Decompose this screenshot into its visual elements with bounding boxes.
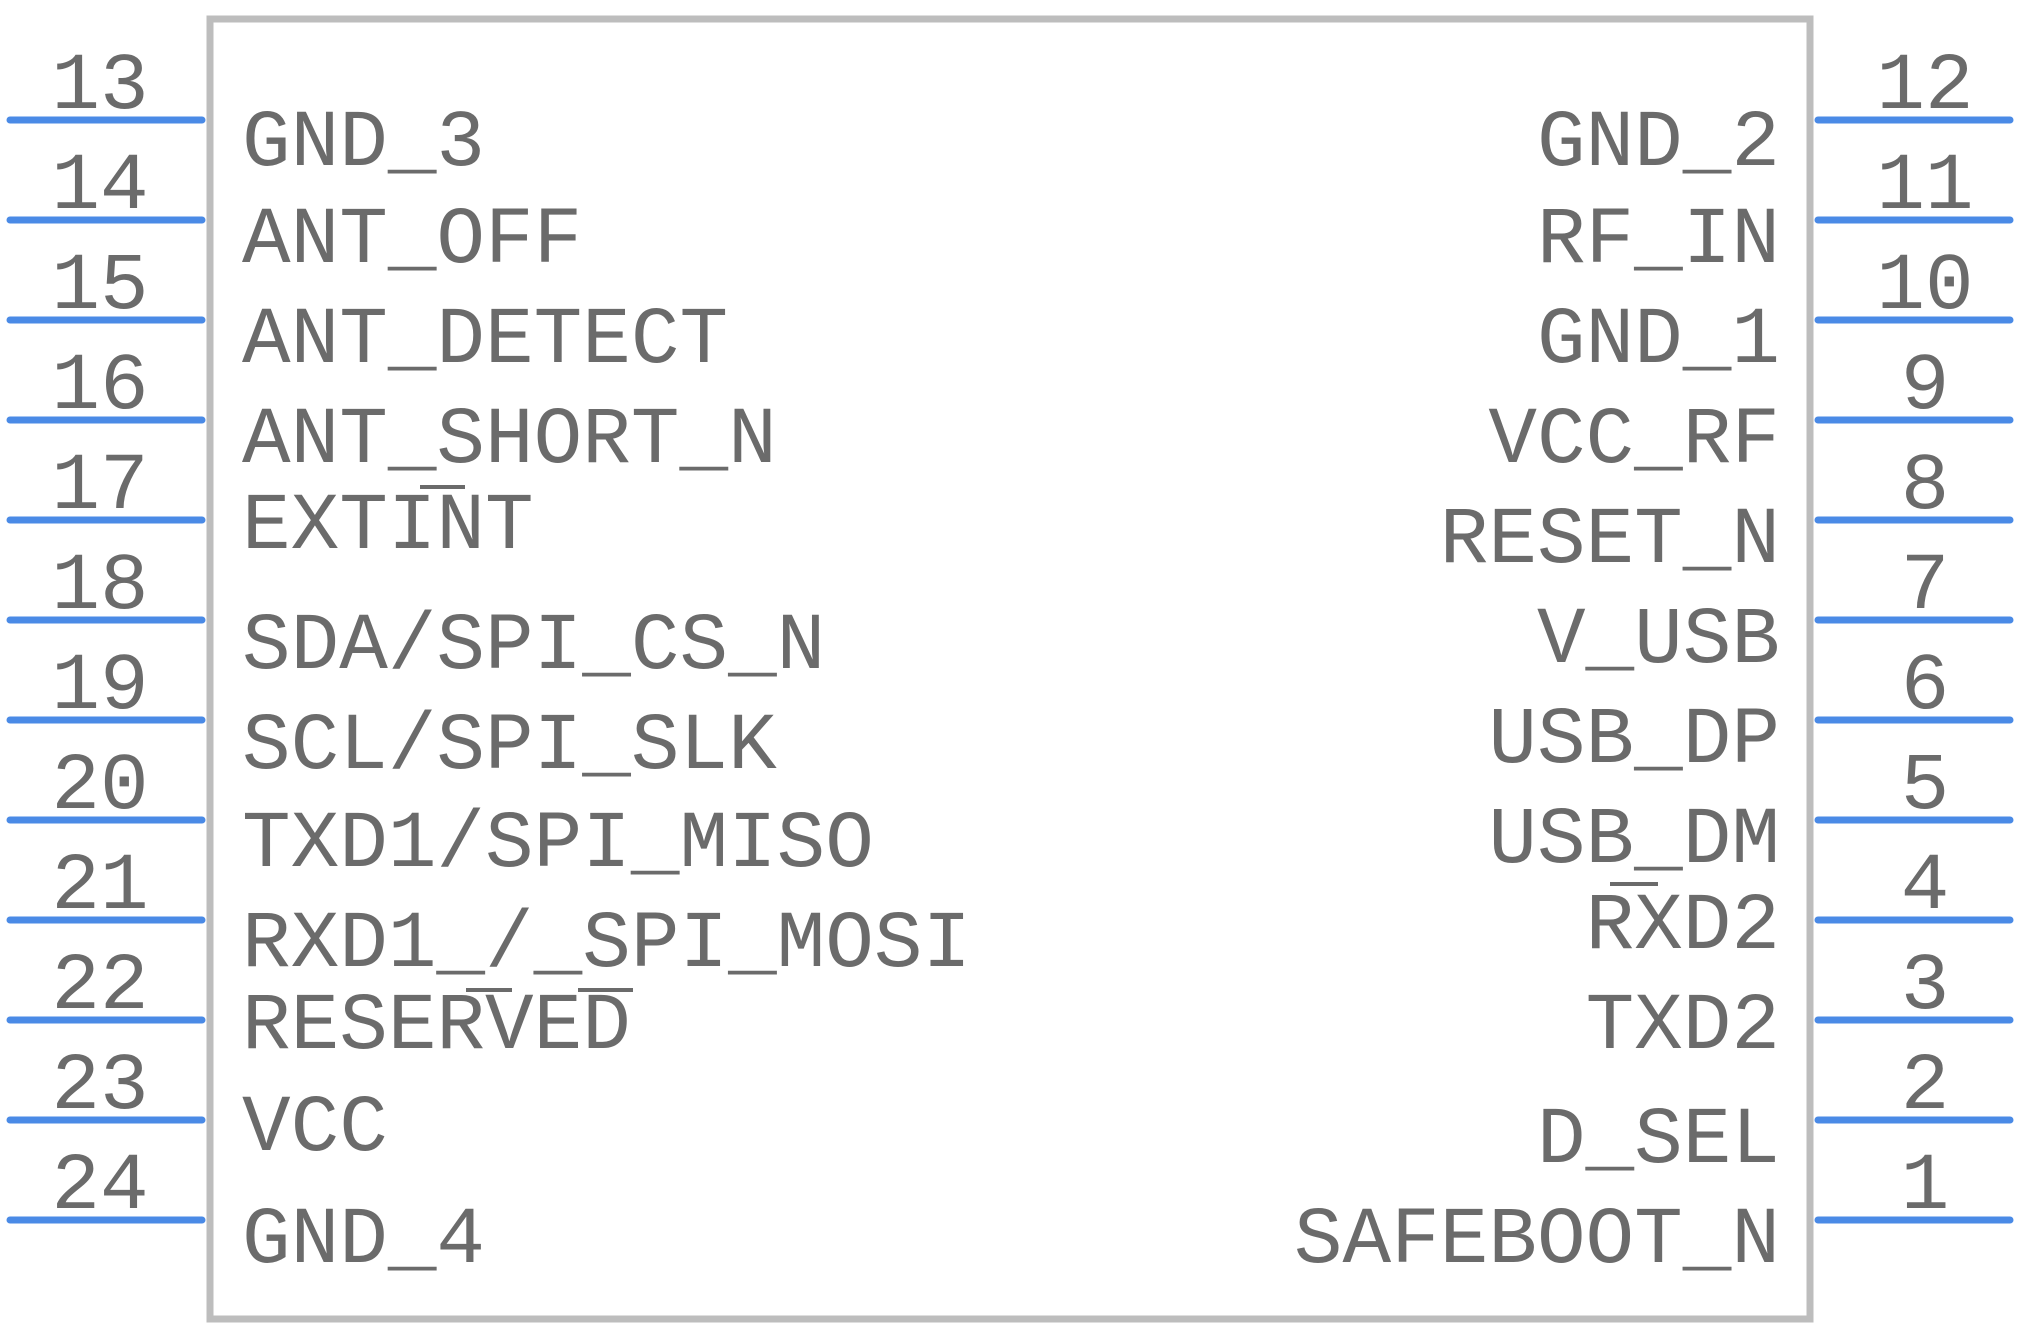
component-body [206,15,1814,1323]
pin-number: 1 [1901,1142,1950,1233]
pin-name: GND_2 [1537,99,1780,190]
pin-number: 9 [1901,342,1950,433]
pin-name: RXD1_/_SPI_MOSI [242,900,971,991]
pin-name: GND_1 [1537,296,1780,387]
pin-number: 21 [51,842,148,933]
pin-number: 16 [51,342,148,433]
pin-name: RXD2 [1586,882,1780,973]
pin-name: D_SEL [1537,1096,1780,1187]
pin-name: USB_DM [1488,796,1780,887]
pin-number: 12 [1876,42,1973,133]
pin-number: 10 [1876,242,1973,333]
pin-name: RESERVED [242,982,631,1073]
pin-name: SAFEBOOT_N [1294,1196,1780,1287]
pin-name: ANT_SHORT_N [242,396,777,487]
pin-number: 24 [51,1142,148,1233]
pin-name: GND_4 [242,1196,485,1287]
pin-number: 15 [51,242,148,333]
pin-number: 4 [1901,842,1950,933]
pin-name: VCC_RF [1488,396,1780,487]
pin-name: EXTINT [242,482,534,573]
pin-number: 18 [51,542,148,633]
pin-number: 17 [51,442,148,533]
pin-name: USB_DP [1488,696,1780,787]
pin-name: TXD2 [1586,982,1780,1073]
pin-number: 22 [51,942,148,1033]
pin-number: 13 [51,42,148,133]
pin-name: VCC [242,1084,388,1175]
pin-number: 6 [1901,642,1950,733]
pin-number: 14 [51,142,148,233]
pin-number: 7 [1901,542,1950,633]
pin-name: RESET_N [1440,496,1780,587]
pin-name: ANT_OFF [242,196,582,287]
pin-name: SCL/SPI_SLK [242,702,777,793]
overbar-group [420,485,1658,992]
pin-number: 8 [1901,442,1950,533]
pin-number: 19 [51,642,148,733]
pin-name: V_USB [1537,596,1780,687]
pin-number: 5 [1901,742,1950,833]
pin-name: TXD1/SPI_MISO [242,800,874,891]
pin-name: ANT_DETECT [242,296,728,387]
pin-number: 2 [1901,1042,1950,1133]
pin-name: GND_3 [242,99,485,190]
pin-name: SDA/SPI_CS_N [242,602,825,693]
pin-number: 3 [1901,942,1950,1033]
pin-number: 11 [1876,142,1973,233]
pin-name: RF_IN [1537,196,1780,287]
pin-number: 20 [51,742,148,833]
pin-number: 23 [51,1042,148,1133]
